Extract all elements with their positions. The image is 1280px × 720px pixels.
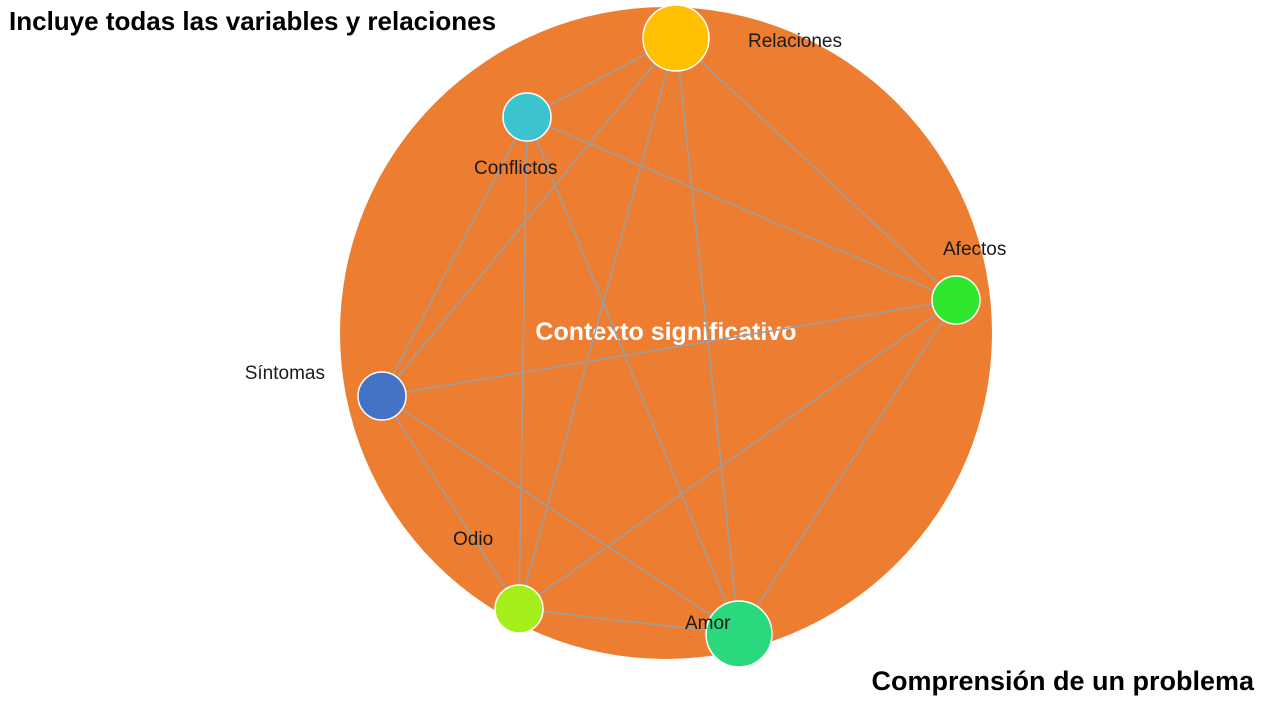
edge-relaciones-odio	[518, 37, 677, 610]
edge-afectos-odio	[518, 299, 957, 610]
node-circle-odio	[494, 584, 544, 634]
edge-conflictos-amor	[526, 116, 740, 635]
node-circle-sintomas	[357, 371, 407, 421]
context-label: Contexto significativo	[535, 318, 796, 346]
node-label-sintomas: Síntomas	[245, 363, 325, 384]
nodes-layer: RelacionesConflictosAfectosSíntomasOdioA…	[245, 4, 1006, 668]
node-label-odio: Odio	[453, 529, 493, 550]
node-circle-afectos	[931, 275, 981, 325]
node-relaciones: Relaciones	[642, 4, 842, 72]
node-afectos: Afectos	[931, 239, 1006, 325]
edge-relaciones-afectos	[675, 37, 957, 301]
node-label-conflictos: Conflictos	[474, 158, 557, 179]
edge-conflictos-sintomas	[381, 116, 528, 397]
edge-relaciones-sintomas	[381, 37, 677, 397]
node-circle-amor	[705, 600, 773, 668]
node-label-afectos: Afectos	[943, 239, 1006, 260]
edge-sintomas-amor	[381, 395, 740, 635]
node-label-amor: Amor	[685, 613, 731, 634]
edge-afectos-sintomas	[381, 299, 957, 397]
node-amor: Amor	[685, 600, 773, 668]
node-circle-conflictos	[502, 92, 552, 142]
edge-conflictos-afectos	[526, 116, 957, 301]
edges-layer	[381, 37, 957, 635]
node-circle-relaciones	[642, 4, 710, 72]
node-conflictos: Conflictos	[474, 92, 557, 179]
edge-sintomas-odio	[381, 395, 520, 610]
edge-relaciones-amor	[675, 37, 740, 635]
node-label-relaciones: Relaciones	[748, 31, 842, 52]
slide-footer: Comprensión de un problema	[871, 666, 1254, 696]
edge-conflictos-odio	[518, 116, 528, 610]
slide-title: Incluye todas las variables y relaciones	[9, 6, 497, 36]
node-odio: Odio	[453, 529, 544, 634]
edge-afectos-amor	[738, 299, 957, 635]
node-sintomas: Síntomas	[245, 363, 407, 421]
edge-odio-amor	[518, 608, 740, 635]
